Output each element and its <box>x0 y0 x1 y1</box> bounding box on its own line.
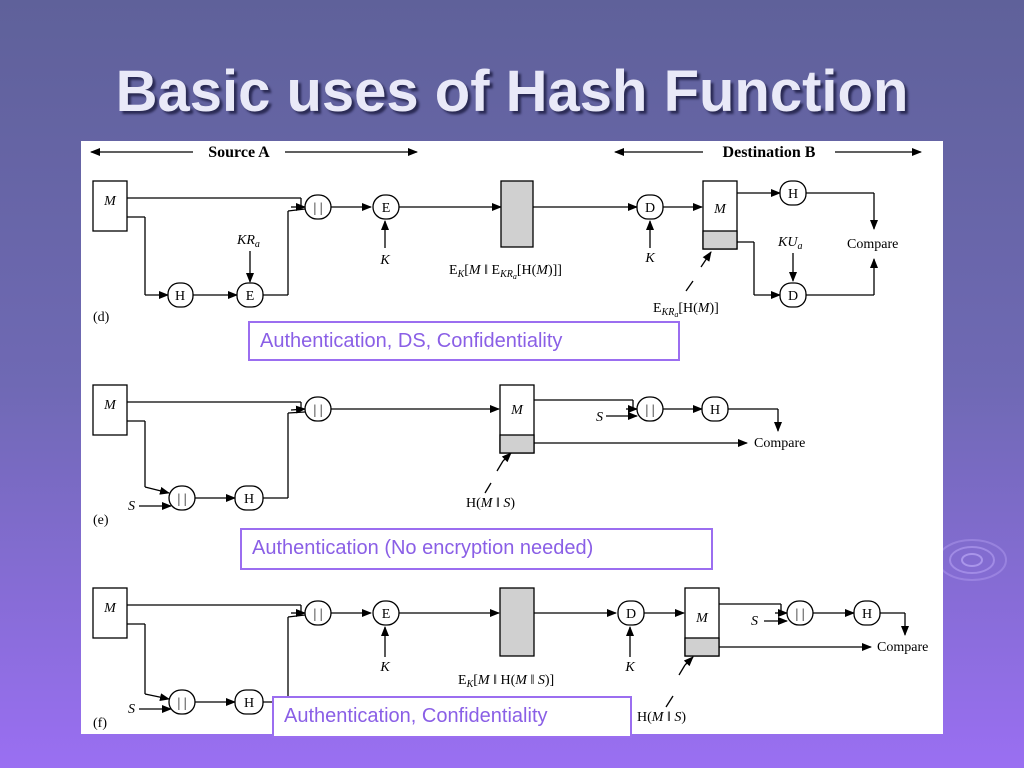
svg-text:M: M <box>103 194 117 209</box>
slide-title: Basic uses of Hash Function <box>115 59 909 124</box>
svg-text:S: S <box>751 614 758 629</box>
concat-node-e1 <box>168 485 196 511</box>
svg-text:E: E <box>382 201 391 216</box>
compare-label-f: Compare <box>877 640 928 655</box>
panel-label-f: (f) <box>93 716 107 731</box>
panel-label-d: (d) <box>93 310 110 325</box>
compare-label-e: Compare <box>754 436 805 451</box>
cipher-formula-d: EK[M ǁ EKRa[H(M)]] <box>449 263 562 281</box>
svg-text:D: D <box>788 289 798 304</box>
svg-text:M: M <box>510 403 524 418</box>
message-box-f <box>92 587 128 639</box>
concat-node-e2 <box>304 396 332 422</box>
hash-formula-f: H(M ǁ S) <box>637 710 686 725</box>
svg-text:H: H <box>862 607 872 622</box>
svg-text:H: H <box>788 187 798 202</box>
svg-text:K: K <box>644 251 655 266</box>
svg-text:D: D <box>645 201 655 216</box>
svg-text:H: H <box>244 696 254 711</box>
caption-f: Authentication, Confidentiality <box>272 696 632 738</box>
signature-formula-d: EKRa[H(M)] <box>653 301 719 319</box>
concat-node-f2 <box>304 600 332 626</box>
panel-label-e: (e) <box>93 513 109 528</box>
hash-node-e1 <box>234 485 264 511</box>
svg-text:| |: | | <box>313 607 322 622</box>
encrypt-node-f1 <box>372 600 400 626</box>
concat-node-f1 <box>168 689 196 715</box>
svg-text:| |: | | <box>313 201 322 216</box>
svg-text:H: H <box>244 492 254 507</box>
svg-text:| |: | | <box>177 492 186 507</box>
hash-node-d2 <box>779 180 807 206</box>
cipher-formula-f: EK[M ǁ H(M ǁ S)] <box>458 673 554 690</box>
svg-text:M: M <box>103 601 117 616</box>
public-key-label: KUa <box>777 235 802 252</box>
ciphertext-block-f <box>499 587 535 657</box>
decrypt-node-f1 <box>617 600 645 626</box>
destination-b-label: Destination B <box>723 144 816 161</box>
ciphertext-block-d <box>500 180 534 248</box>
svg-text:M: M <box>695 611 709 626</box>
message-box-d <box>92 180 128 232</box>
svg-text:H: H <box>710 403 720 418</box>
hash-node-f2 <box>853 600 881 626</box>
caption-e: Authentication (No encryption needed) <box>240 528 713 570</box>
concat-node-e3 <box>636 396 664 422</box>
decrypt-node-d2 <box>779 282 807 308</box>
svg-text:H: H <box>175 289 185 304</box>
encrypt-node-d2 <box>236 282 264 308</box>
svg-text:K: K <box>624 660 635 675</box>
svg-text:E: E <box>382 607 391 622</box>
svg-text:| |: | | <box>177 696 186 711</box>
hash-function-diagram: Source A Destination B | | E H E D H D |… <box>81 141 943 734</box>
svg-text:| |: | | <box>313 403 322 418</box>
svg-text:S: S <box>596 410 603 425</box>
hash-node-e2 <box>701 396 729 422</box>
hash-node-d1 <box>167 282 194 308</box>
caption-d: Authentication, DS, Confidentiality <box>248 321 680 361</box>
svg-text:| |: | | <box>795 607 804 622</box>
hash-formula-e: H(M ǁ S) <box>466 496 515 511</box>
compare-label-d: Compare <box>847 237 898 252</box>
decrypt-node-d1 <box>636 194 664 220</box>
svg-text:M: M <box>103 398 117 413</box>
svg-text:| |: | | <box>645 403 654 418</box>
svg-text:K: K <box>379 253 390 268</box>
svg-text:D: D <box>626 607 636 622</box>
svg-text:S: S <box>128 499 135 514</box>
svg-text:K: K <box>379 660 390 675</box>
source-a-label: Source A <box>208 144 270 161</box>
svg-text:S: S <box>128 702 135 717</box>
svg-text:E: E <box>246 289 255 304</box>
svg-text:M: M <box>713 202 727 217</box>
encrypt-node-d1 <box>372 194 400 220</box>
concat-node-f3 <box>786 600 814 626</box>
ripple-decoration <box>937 539 1007 581</box>
message-box-e <box>92 384 128 436</box>
private-key-label: KRa <box>236 233 260 250</box>
concat-node-d1 <box>304 194 332 220</box>
hash-node-f1 <box>234 689 264 715</box>
